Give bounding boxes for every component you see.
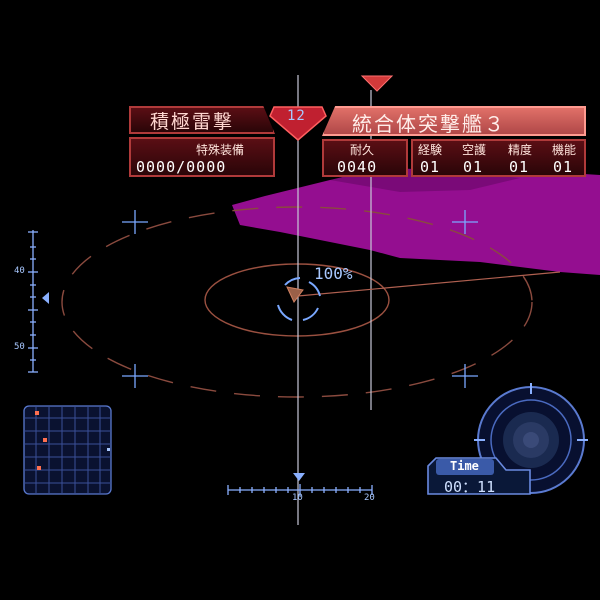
stat-label-function: 機能	[552, 143, 577, 157]
stat-value-escort: 01	[463, 158, 484, 176]
heading-marker	[360, 75, 394, 92]
durability-panel	[322, 139, 408, 177]
heading-label-20: 20	[364, 493, 375, 503]
ammo-counter: 0000/0000	[136, 158, 227, 176]
weapon-name: 積極雷撃	[150, 111, 235, 133]
inner-range-ring	[204, 263, 390, 337]
level-badge: 12	[287, 108, 306, 124]
stat-label-experience: 経験	[418, 143, 443, 157]
stats-panel	[411, 139, 586, 177]
altitude-scale	[28, 230, 38, 373]
minimap	[23, 405, 112, 495]
player-ship-marker	[286, 286, 304, 303]
heading-label-10: 10	[292, 493, 303, 503]
durability-value: 0040	[337, 158, 378, 176]
altitude-label-upper: 40	[14, 266, 25, 276]
timer-value: 00：11	[444, 478, 496, 496]
radar-scope	[474, 383, 588, 494]
minimap-enemy-dot	[37, 466, 41, 470]
outer-range-ring	[61, 206, 533, 398]
stat-label-accuracy: 精度	[508, 143, 533, 157]
stat-value-function: 01	[553, 158, 574, 176]
minimap-enemy-dot	[43, 438, 47, 442]
minimap-player-dot	[107, 448, 110, 451]
heading-pointer-icon	[293, 473, 305, 481]
target-name: 統合体突撃艦３	[352, 112, 506, 136]
minimap-enemy-dot	[35, 411, 39, 415]
corner-crosshairs	[122, 210, 478, 388]
stat-value-accuracy: 01	[509, 158, 530, 176]
level-badge-shape	[269, 106, 327, 141]
special-equipment-label: 特殊装備	[196, 143, 245, 157]
stat-label-escort: 空護	[462, 143, 487, 157]
timer-label: Time	[450, 459, 479, 473]
stat-value-experience: 01	[420, 158, 441, 176]
altitude-label-lower: 50	[14, 342, 25, 352]
enemy-ship-shape	[232, 170, 600, 275]
durability-label: 耐久	[350, 143, 375, 157]
heading-scale	[227, 484, 373, 496]
target-name-panel	[322, 106, 586, 136]
lock-on-percent: 100%	[314, 264, 353, 283]
targeting-reticle	[277, 277, 321, 321]
altitude-pointer-icon	[42, 292, 49, 304]
special-equipment-panel	[129, 137, 275, 177]
